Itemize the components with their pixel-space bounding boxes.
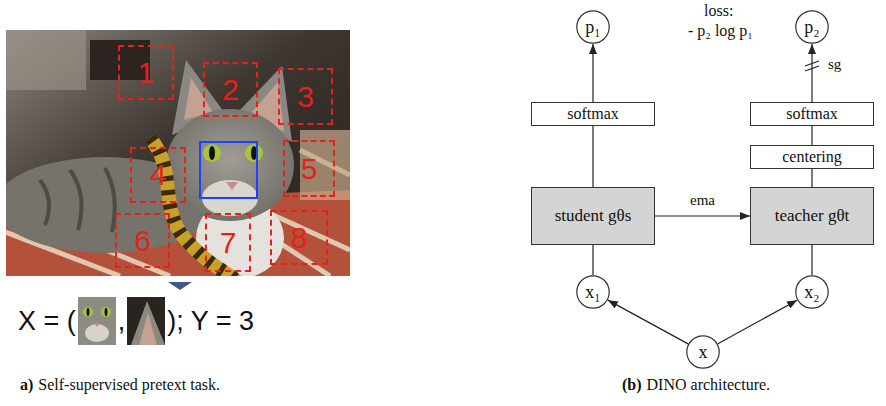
process-box: centering bbox=[750, 145, 874, 169]
circle-outline bbox=[796, 276, 828, 308]
caption-tag: (b) bbox=[622, 376, 642, 394]
node-text: softmax bbox=[567, 105, 619, 123]
network-box: student gθs bbox=[531, 187, 655, 245]
input-circle: x₂ bbox=[795, 275, 829, 309]
formula-text: X = ( bbox=[18, 306, 76, 337]
callout-number: 7 bbox=[220, 228, 237, 258]
node-text: x bbox=[699, 342, 708, 363]
subfigure-caption: (b) DINO architecture. bbox=[622, 376, 770, 394]
network-box: teacher gθt bbox=[750, 187, 874, 245]
edge-label: ema bbox=[688, 192, 717, 209]
patch-image bbox=[78, 297, 116, 345]
process-box: softmax bbox=[531, 102, 655, 126]
node-text: teacher gθt bbox=[775, 206, 850, 226]
patch-number-box: 5 bbox=[283, 140, 335, 197]
callout-number: 3 bbox=[297, 82, 314, 112]
patch-number-box: 1 bbox=[118, 45, 174, 100]
input-circle: x bbox=[686, 335, 720, 369]
connector-arrow bbox=[655, 215, 750, 216]
process-box: softmax bbox=[750, 102, 874, 126]
node-text: softmax bbox=[786, 105, 838, 123]
connector-arrow bbox=[811, 169, 812, 187]
formula-row: X = ( , ); Y = 3 bbox=[18, 294, 254, 348]
callout-number: 2 bbox=[222, 75, 239, 105]
caption-text: Self-supervised pretext task. bbox=[38, 376, 220, 394]
callout-number: 5 bbox=[301, 154, 318, 184]
caption-text: DINO architecture. bbox=[647, 376, 771, 394]
toy-snake bbox=[150, 138, 238, 276]
node-text: x₂ bbox=[804, 282, 819, 303]
loss-heading: loss: bbox=[704, 2, 733, 20]
cat-eye bbox=[245, 144, 263, 162]
connector-arrow bbox=[608, 300, 688, 344]
circle-outline bbox=[577, 11, 609, 43]
patch-number-box: 2 bbox=[203, 62, 258, 117]
callout-number: 6 bbox=[134, 226, 151, 256]
toy-snake-stripes bbox=[150, 138, 238, 276]
pointer-triangle bbox=[168, 282, 192, 290]
connector-arrow bbox=[811, 245, 812, 275]
patch-number-box: 8 bbox=[270, 210, 328, 265]
patch-image bbox=[127, 297, 165, 345]
patch-number-box: 3 bbox=[278, 68, 333, 125]
callout-number: 4 bbox=[150, 160, 167, 190]
node-text: p₁ bbox=[585, 17, 600, 38]
callout-number: 1 bbox=[138, 58, 155, 88]
patch-number-box: 6 bbox=[115, 213, 170, 268]
circle-outline bbox=[577, 276, 609, 308]
output-circle: p₁ bbox=[576, 10, 610, 44]
edge-label: sg bbox=[826, 56, 843, 73]
patch-number-box: 4 bbox=[130, 147, 186, 203]
node-text: x₁ bbox=[585, 282, 600, 303]
connector-arrow bbox=[811, 44, 812, 102]
node-text: centering bbox=[782, 148, 842, 166]
circle-outline bbox=[687, 336, 719, 368]
node-text: student gθs bbox=[555, 206, 632, 226]
anchor-patch-box bbox=[200, 142, 257, 198]
connector-arrow bbox=[592, 245, 593, 275]
cat-nose bbox=[226, 182, 238, 190]
window-light bbox=[6, 30, 86, 90]
cat-eye bbox=[203, 144, 221, 162]
input-circle: x₁ bbox=[576, 275, 610, 309]
cat-fur-stripes bbox=[40, 168, 115, 232]
patch-number-box: 7 bbox=[205, 213, 251, 272]
output-circle: p₂ bbox=[795, 10, 829, 44]
subfigure-caption: a) Self-supervised pretext task. bbox=[20, 376, 220, 394]
callout-number: 8 bbox=[291, 223, 308, 253]
loss-formula: - p₂ log p₁ bbox=[688, 22, 753, 40]
connector-arrow bbox=[592, 44, 593, 102]
connector-arrow bbox=[811, 126, 812, 145]
circle-outline bbox=[796, 11, 828, 43]
caption-tag: a) bbox=[20, 376, 33, 394]
formula-text: , bbox=[118, 306, 126, 337]
formula-text: ); Y = 3 bbox=[167, 306, 254, 337]
cat-pupil bbox=[209, 146, 215, 160]
connector-arrow bbox=[592, 126, 593, 187]
node-text: p₂ bbox=[804, 17, 819, 38]
stop-gradient-slashes bbox=[805, 61, 819, 71]
connector-arrow bbox=[718, 300, 797, 344]
photo-content bbox=[6, 30, 350, 276]
